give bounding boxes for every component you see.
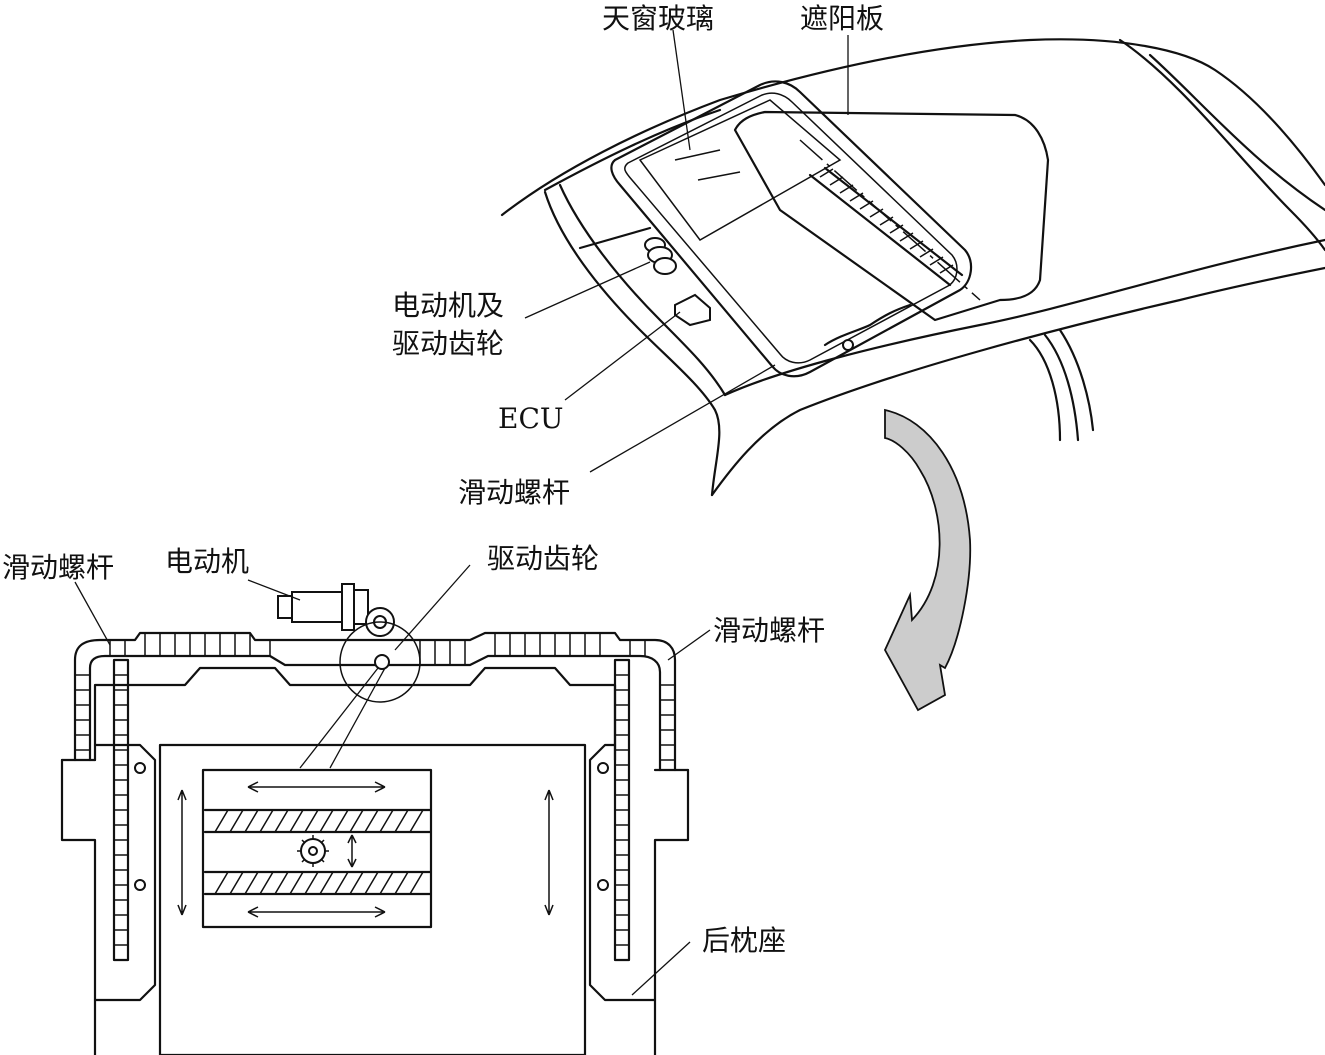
plan-frame-left — [93, 666, 617, 762]
leader-rear-seat — [631, 941, 691, 996]
plan-view — [60, 564, 711, 1055]
label-motor: 电动机 — [165, 545, 250, 578]
roof-edge-line — [1148, 53, 1325, 212]
glass-reflection-2 — [697, 171, 741, 181]
drive-gear-center — [374, 654, 390, 670]
cable-teeth-perspective — [819, 168, 954, 274]
drive-gear-detail — [297, 835, 329, 867]
label-drive-gear: 驱动齿轮 — [487, 542, 600, 575]
sunshade-panel — [733, 110, 1050, 322]
label-motor-gear: 电动机及 驱动齿轮 — [392, 289, 505, 360]
inset-arrow-vertical — [347, 834, 357, 868]
leader-motor — [247, 579, 301, 601]
label-cable-left: 滑动螺杆 — [2, 551, 115, 584]
label-cable-right: 滑动螺杆 — [713, 614, 826, 647]
roof-perspective-view — [500, 29, 1325, 497]
plan-rail-right — [588, 743, 690, 1002]
rack-right — [597, 658, 631, 962]
cable-teeth-plan — [75, 633, 675, 761]
pillar-left-inner — [558, 183, 727, 397]
rear-seat-panel — [158, 743, 587, 1055]
inset-arrow-bottom — [247, 906, 386, 918]
rack-left — [112, 658, 146, 962]
leader-cable-top — [589, 364, 776, 473]
glass-reflection-1 — [674, 149, 721, 161]
rear-pillar-3 — [1058, 328, 1095, 432]
label-sunshade: 遮阳板 — [800, 2, 885, 35]
cable-perspective — [808, 173, 952, 287]
windshield-top — [578, 226, 652, 250]
leader-inset-2 — [329, 667, 386, 769]
roof-rail — [710, 266, 1325, 497]
frame-pivot — [842, 339, 854, 351]
sunroof-frame — [610, 80, 973, 378]
seat-arrow-left — [177, 789, 187, 916]
label-ecu: ECU — [498, 402, 564, 435]
drive-gear-circle — [339, 621, 421, 703]
leader-cable-right — [667, 629, 711, 661]
leader-motor — [524, 261, 651, 319]
label-rear-seat: 后枕座 — [702, 924, 787, 957]
leader-inset-1 — [299, 667, 379, 769]
frame-lower-curve — [823, 303, 912, 347]
roof-outer-line — [500, 38, 1325, 217]
leader-drive-gear — [394, 564, 471, 651]
rear-pillar-1 — [1028, 338, 1062, 442]
leader-glass — [672, 29, 691, 151]
sunroof-frame-inner — [624, 92, 958, 364]
cable-plan-top — [73, 631, 677, 772]
transition-arrow — [883, 408, 972, 712]
worm-screw-bottom — [203, 870, 432, 896]
motor-gear-perspective — [644, 237, 677, 275]
cable-plan-top-inner — [88, 654, 662, 772]
label-cable-top: 滑动螺杆 — [458, 476, 571, 509]
inset-arrow-top — [247, 781, 386, 793]
plan-frame-outer — [60, 758, 97, 1055]
roof-rail-inner — [723, 238, 1325, 397]
plan-frame-right — [653, 768, 690, 1055]
pillar-left — [543, 190, 721, 497]
motor-plan — [277, 583, 395, 637]
sunroof-glass — [638, 99, 842, 241]
label-glass: 天窗玻璃 — [602, 2, 715, 35]
leader-cable-left — [74, 581, 111, 646]
ecu-box — [674, 293, 711, 327]
rear-pillar-2 — [1043, 333, 1080, 442]
roof-rear-line — [1118, 38, 1325, 252]
seat-arrow-right — [544, 789, 554, 916]
leader-ecu — [564, 311, 681, 401]
plan-rail-left — [60, 743, 157, 1002]
inset-box — [201, 768, 433, 929]
worm-screw-top — [203, 808, 432, 834]
cable-perspective-2 — [823, 166, 964, 277]
